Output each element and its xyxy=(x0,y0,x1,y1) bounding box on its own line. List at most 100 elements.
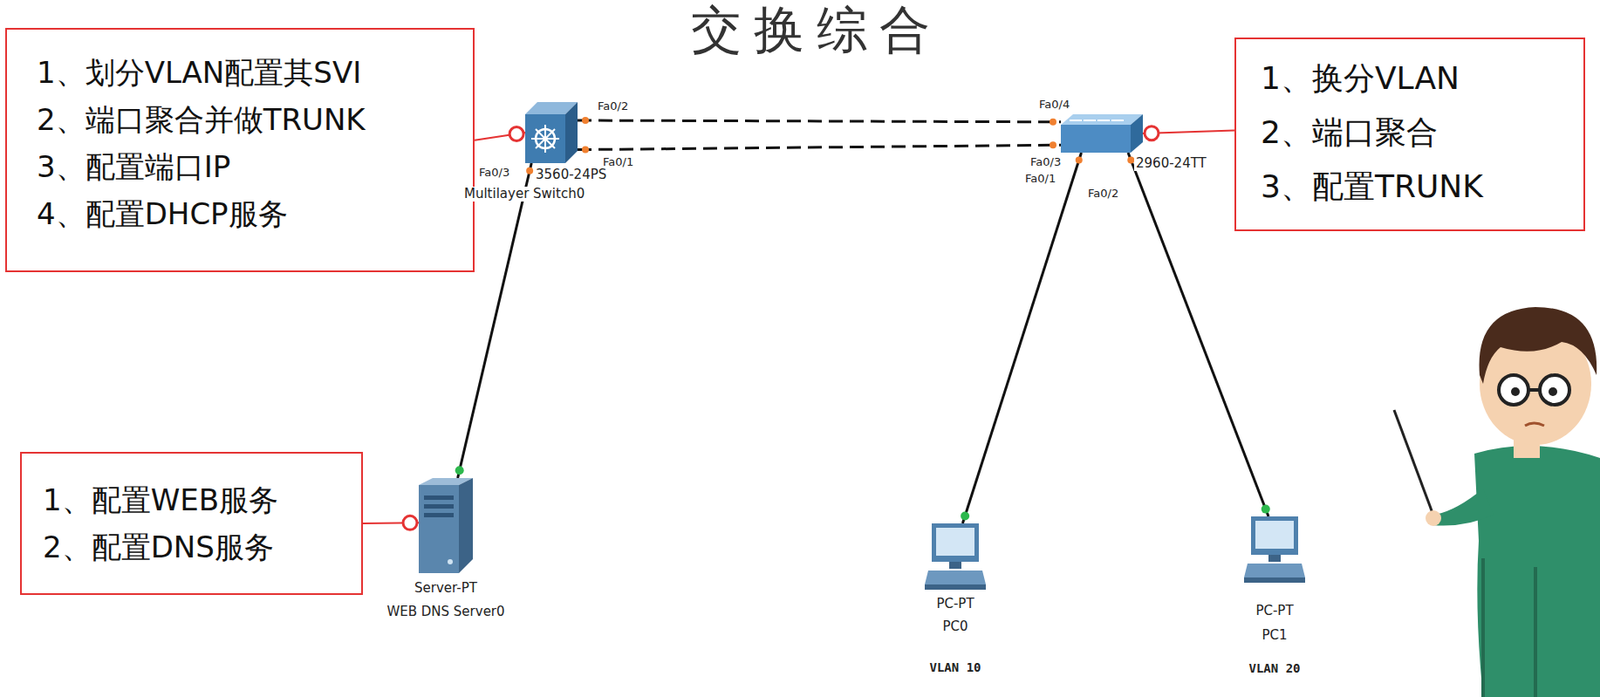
callout-ring xyxy=(1144,126,1159,141)
device-label: PC0 xyxy=(940,619,970,635)
pointer-stick xyxy=(1394,410,1433,513)
icon-face xyxy=(1244,563,1306,578)
teacher-figure xyxy=(1394,307,1600,697)
sw-icon xyxy=(1060,114,1143,153)
icon-face xyxy=(423,495,454,500)
router-mark xyxy=(535,129,555,149)
sweater-fold xyxy=(1483,558,1536,697)
pc-icon xyxy=(924,523,986,590)
icon-face xyxy=(924,584,986,590)
device-label: Multilayer Switch0 xyxy=(462,186,587,202)
title: 交换综合 xyxy=(690,0,943,60)
port-dot xyxy=(960,511,970,520)
switch-mark xyxy=(1069,119,1082,122)
device-label: PC-PT xyxy=(934,596,976,612)
switch-mark xyxy=(1083,119,1096,122)
network-cable xyxy=(962,152,1081,524)
device-label: VLAN 10 xyxy=(927,660,983,676)
device-label: 2960-24TT xyxy=(1134,156,1209,171)
port-dot xyxy=(1075,157,1083,165)
icon-face xyxy=(458,478,473,574)
task-line: 1、配置WEB服务 xyxy=(42,476,341,524)
eye xyxy=(1548,387,1558,397)
task-box: 1、换分VLAN2、端口聚合3、配置TRUNK xyxy=(1234,37,1586,232)
pc-device: PC-PTPC0VLAN 10 xyxy=(924,523,986,590)
icon-face xyxy=(1060,124,1131,153)
hair xyxy=(1479,307,1598,384)
icon-face xyxy=(949,561,962,569)
icon-face xyxy=(525,114,566,164)
device-label: PC-PT xyxy=(1253,603,1295,619)
device-label: 3560-24PS xyxy=(533,167,609,183)
callout-ring xyxy=(403,515,418,530)
task-line: 3、配置端口IP xyxy=(36,143,444,191)
icon-face xyxy=(931,523,979,562)
icon-face xyxy=(1268,554,1281,562)
arm xyxy=(1432,488,1494,527)
device-icon xyxy=(525,102,578,164)
hand xyxy=(1425,510,1442,527)
port-dot xyxy=(581,116,589,124)
server-icon xyxy=(418,478,473,574)
port-dot xyxy=(1049,118,1057,126)
device-icon xyxy=(1244,516,1306,583)
icon-face xyxy=(1255,520,1294,549)
network-cable xyxy=(577,144,1061,150)
icon-face xyxy=(565,102,578,164)
glasses xyxy=(1528,388,1540,392)
icon-face xyxy=(1060,114,1143,125)
device-label: PC1 xyxy=(1259,628,1289,643)
icon-face xyxy=(936,527,975,556)
mouth xyxy=(1524,423,1545,426)
port-dot xyxy=(1049,141,1057,149)
sw-device: 2960-24TT xyxy=(1060,114,1143,153)
task-box: 1、划分VLAN配置其SVI2、端口聚合并做TRUNK3、配置端口IP4、配置D… xyxy=(5,27,475,273)
glasses xyxy=(1539,375,1570,405)
port-label: Fa0/1 xyxy=(601,155,635,169)
device-icon xyxy=(1060,114,1143,153)
mls-icon xyxy=(525,102,578,164)
pc-device: PC-PTPC1VLAN 20 xyxy=(1244,516,1306,583)
port-dot xyxy=(1261,505,1271,514)
device-icon xyxy=(924,523,986,590)
eye xyxy=(1511,387,1520,397)
port-dot xyxy=(455,465,465,475)
mls-device: 3560-24PSMultilayer Switch0 xyxy=(525,102,578,164)
device-label: Server-PT xyxy=(412,581,479,596)
icon-face xyxy=(924,570,986,585)
port-label: Fa0/4 xyxy=(1038,97,1071,111)
icon-face xyxy=(423,512,454,518)
icon-face xyxy=(418,485,459,574)
device-label: VLAN 20 xyxy=(1246,661,1302,677)
task-line: 2、端口聚合 xyxy=(1260,105,1559,160)
port-dot xyxy=(526,167,534,175)
glasses xyxy=(1498,375,1529,405)
task-line: 4、配置DHCP服务 xyxy=(36,190,444,238)
port-label: Fa0/2 xyxy=(1087,186,1120,200)
icon-face xyxy=(1244,577,1306,583)
callout-ring xyxy=(509,127,524,142)
icon-face xyxy=(1251,516,1299,555)
switch-mark xyxy=(1111,119,1124,122)
task-line: 1、换分VLAN xyxy=(1260,51,1559,106)
device-label: WEB DNS Server0 xyxy=(384,604,506,620)
sweater xyxy=(1474,445,1600,697)
task-line: 2、配置DNS服务 xyxy=(42,523,341,571)
led xyxy=(447,559,453,565)
switch-mark xyxy=(1097,119,1110,122)
task-line: 1、划分VLAN配置其SVI xyxy=(36,48,444,96)
port-label: Fa0/2 xyxy=(596,99,630,113)
device-icon xyxy=(418,478,473,574)
task-line: 2、端口聚合并做TRUNK xyxy=(36,95,444,144)
pc-icon xyxy=(1244,516,1306,583)
router-mark xyxy=(535,129,555,149)
task-line: 3、配置TRUNK xyxy=(1260,159,1559,214)
icon-face xyxy=(423,504,454,509)
port-label: Fa0/1 xyxy=(1024,171,1057,185)
port-label: Fa0/3 xyxy=(478,165,511,179)
task-box: 1、配置WEB服务2、配置DNS服务 xyxy=(20,451,363,595)
port-label: Fa0/3 xyxy=(1029,155,1062,169)
port-dot xyxy=(581,146,589,154)
server-device: Server-PTWEB DNS Server0 xyxy=(418,478,473,574)
